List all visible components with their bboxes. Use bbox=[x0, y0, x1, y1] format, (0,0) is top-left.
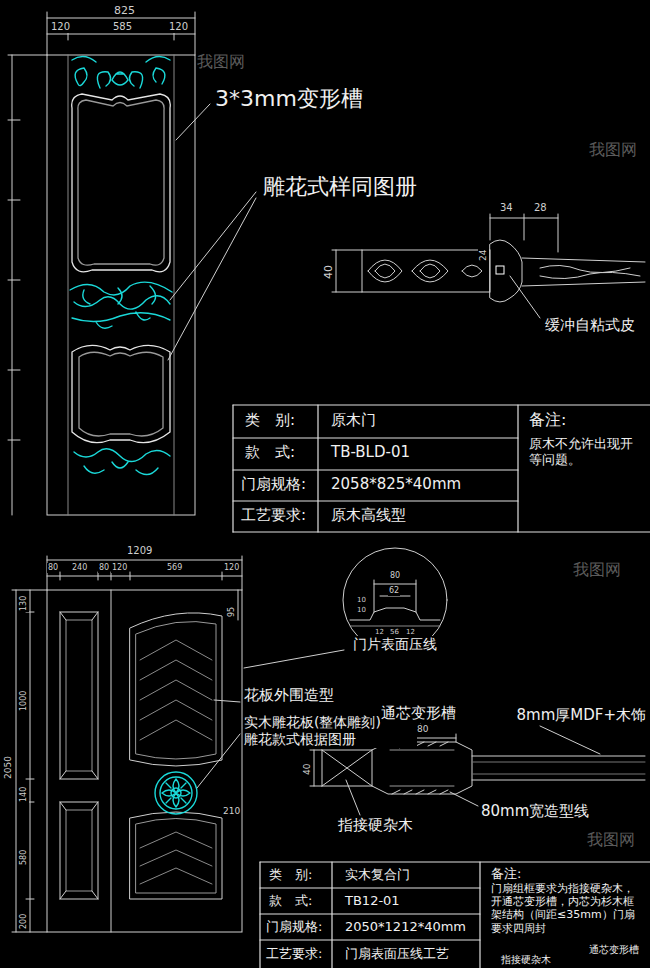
note-text: 3*3mm变形槽 bbox=[214, 86, 364, 112]
dimension-text: 80 bbox=[416, 724, 429, 735]
table-cell: 备注: bbox=[490, 866, 522, 882]
dimension-text: 34 bbox=[499, 202, 514, 214]
dimension-text: 40 bbox=[322, 264, 335, 280]
watermark: 我图网 bbox=[196, 52, 246, 71]
dimension-text: 95 bbox=[227, 606, 237, 618]
dimension-text: 80 bbox=[98, 563, 110, 573]
dimension-text: 120 bbox=[168, 21, 189, 33]
note-text: 80mm宽造型线 bbox=[480, 802, 590, 820]
table-cell: 门扇规格: bbox=[265, 919, 323, 935]
table-cell: 原木高线型 bbox=[330, 506, 407, 524]
table-cell: 指接硬杂木 bbox=[500, 954, 552, 966]
dimension-text: 585 bbox=[112, 21, 133, 33]
dimension-text: 10 bbox=[356, 606, 367, 614]
dimension-text: 1000 bbox=[19, 690, 29, 712]
note-text: 门片表面压线 bbox=[352, 636, 438, 653]
table-cell: 2058*825*40mm bbox=[330, 475, 462, 493]
note-text: 8mm厚MDF+木饰 bbox=[516, 706, 647, 724]
note-text: 缓冲自粘式皮 bbox=[544, 316, 636, 334]
table-cell: 2050*1212*40mm bbox=[344, 919, 467, 935]
watermark: 我图网 bbox=[572, 560, 622, 579]
dimension-text: 40 bbox=[302, 763, 313, 776]
table-cell: 工艺要求: bbox=[265, 946, 323, 962]
note-text: 通芯变形槽 bbox=[380, 704, 457, 722]
table-cell: 通芯变形槽 bbox=[588, 944, 640, 956]
dimension-text: 10 bbox=[356, 596, 367, 604]
table-cell: 备注: bbox=[528, 410, 567, 429]
table-cell: 原木不允许出现开 等问题。 bbox=[528, 436, 642, 467]
table-cell: 实木复合门 bbox=[344, 867, 411, 883]
dimension-text: 825 bbox=[113, 4, 136, 17]
note-text: 花板外围造型 bbox=[243, 686, 335, 704]
dimension-text: 80 bbox=[47, 563, 59, 573]
dimension-text: 80 bbox=[389, 571, 401, 581]
dimension-text: 580 bbox=[19, 849, 29, 866]
dimension-text: 24 bbox=[478, 249, 489, 262]
dimension-text: 130 bbox=[19, 595, 29, 612]
dimension-text: 200 bbox=[19, 913, 29, 930]
table-cell: 类 别: bbox=[244, 411, 296, 429]
table-cell: 门扇表面压线工艺 bbox=[344, 946, 450, 962]
table-cell: 款 式: bbox=[244, 443, 296, 461]
dimension-text: 210 bbox=[222, 806, 241, 817]
dimension-text: 120 bbox=[50, 21, 71, 33]
dimension-text: 120 bbox=[111, 563, 128, 573]
dimension-text: 140 bbox=[19, 786, 29, 803]
dimension-text: 2050 bbox=[3, 755, 14, 780]
dimension-text: 569 bbox=[166, 563, 183, 573]
table-cell: TB-BLD-01 bbox=[330, 443, 411, 461]
watermark: 我图网 bbox=[586, 830, 636, 849]
watermark: 我图网 bbox=[588, 140, 638, 159]
dimension-text: 28 bbox=[533, 202, 548, 214]
table-cell: 款 式: bbox=[268, 893, 313, 909]
note-text: 雕花式样同图册 bbox=[262, 174, 418, 200]
table-cell: 门扇组框要求为指接硬杂木，开通芯变形槽，内芯为杉木框架结构（间距≤35mm）门扇… bbox=[490, 882, 644, 935]
table-cell: 原木门 bbox=[330, 411, 377, 429]
dimension-text: 120 bbox=[223, 563, 240, 573]
dimension-text: 62 bbox=[388, 586, 400, 596]
dimension-text: 240 bbox=[71, 563, 88, 573]
table-cell: 门扇规格: bbox=[240, 475, 307, 493]
table-cell: TB12-01 bbox=[344, 893, 401, 909]
table-cell: 类 别: bbox=[268, 867, 313, 883]
dimension-text: 1209 bbox=[126, 545, 153, 557]
table-cell: 工艺要求: bbox=[240, 506, 307, 524]
note-text: 指接硬杂木 bbox=[337, 816, 414, 834]
